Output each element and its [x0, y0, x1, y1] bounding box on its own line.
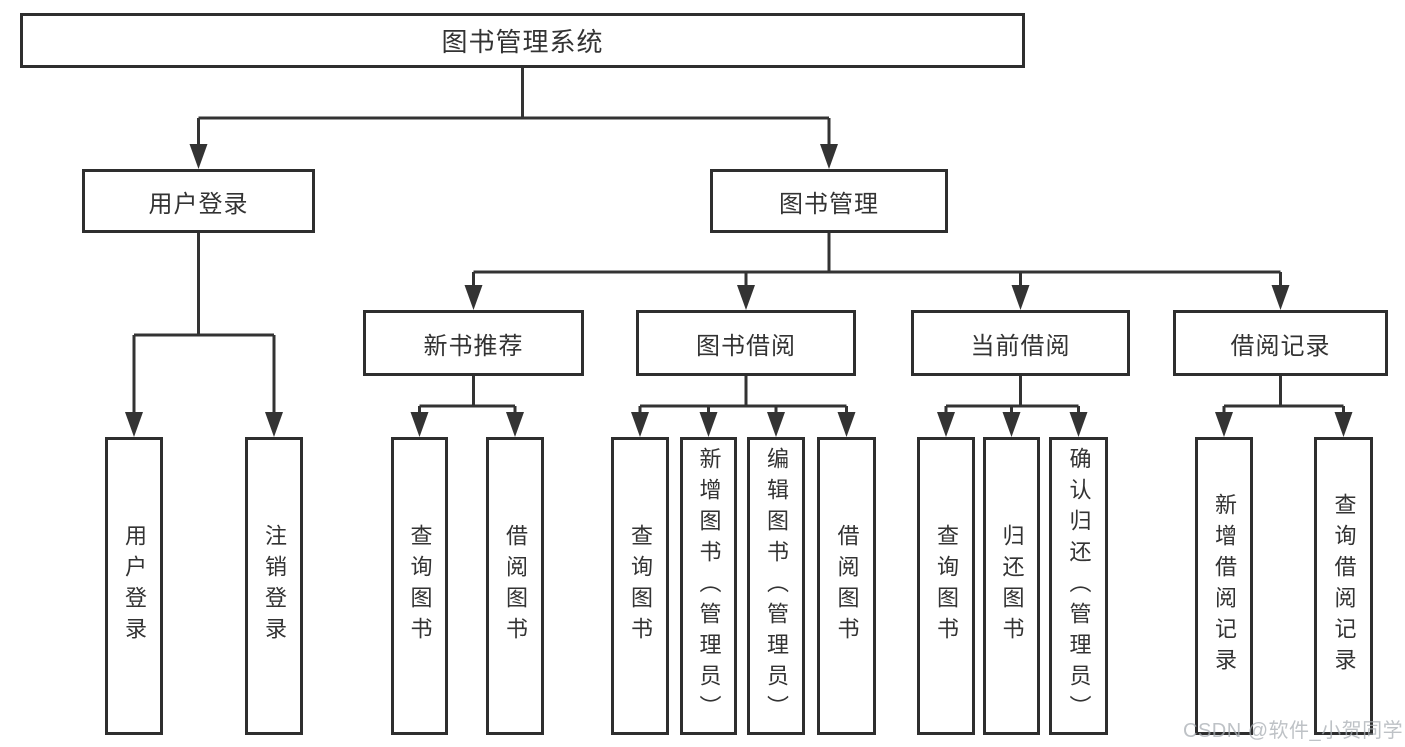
leaf-label: 新增借阅记录 [1212, 493, 1237, 679]
leaf-label: 用户登录 [122, 524, 147, 648]
leaf-label: 查询图书 [407, 524, 433, 648]
arrowhead-icon [1011, 285, 1030, 310]
arrowhead-icon [737, 285, 755, 310]
arrowhead-icon [410, 412, 429, 437]
leaf-add-books-admin: 新增图书（管理员） [680, 437, 737, 735]
leaf-label: 查询图书 [628, 524, 653, 648]
leaf-label: 查询图书 [934, 524, 959, 648]
leaf-label: 查询借阅记录 [1331, 493, 1357, 679]
arrowhead-icon [1334, 412, 1353, 437]
connector-current-borrowing-children [944, 376, 1080, 414]
leaf-label: 注销登录 [262, 524, 287, 648]
arrowhead-icon [631, 412, 649, 437]
arrowhead-icon [265, 412, 283, 437]
leaf-query-borrow-record: 查询借阅记录 [1314, 437, 1373, 735]
leaf-label: 借阅图书 [834, 524, 860, 648]
arrowhead-icon [1002, 412, 1021, 437]
leaf-label: 归还图书 [999, 524, 1025, 648]
connector-borrowing-records-children [1222, 376, 1345, 414]
connector-user-login-children [132, 233, 276, 414]
leaf-user-login: 用户登录 [105, 437, 163, 735]
node-library-management-system: 图书管理系统 [20, 13, 1025, 68]
arrowhead-icon [699, 412, 718, 437]
leaf-borrow-books-borrowing: 借阅图书 [817, 437, 876, 735]
leaf-label: 借阅图书 [503, 524, 528, 648]
arrowhead-icon [837, 412, 856, 437]
leaf-label: 新增图书（管理员） [696, 446, 722, 726]
leaf-return-books: 归还图书 [983, 437, 1040, 735]
leaf-label: 确认归还（管理员） [1066, 446, 1092, 726]
node-borrowing-records: 借阅记录 [1173, 310, 1388, 376]
node-new-book-recommendation: 新书推荐 [363, 310, 584, 376]
arrowhead-icon [1271, 285, 1290, 310]
arrowhead-icon [767, 412, 785, 437]
arrowhead-icon [1069, 412, 1088, 437]
leaf-edit-books-admin: 编辑图书（管理员） [747, 437, 805, 735]
node-book-borrowing: 图书借阅 [636, 310, 856, 376]
leaf-logout: 注销登录 [245, 437, 303, 735]
arrowhead-icon [506, 412, 524, 437]
arrowhead-icon [820, 144, 838, 169]
leaf-label: 编辑图书（管理员） [764, 446, 789, 726]
leaf-query-books-current: 查询图书 [917, 437, 975, 735]
arrowhead-icon [464, 285, 483, 310]
leaf-borrow-books-recommend: 借阅图书 [486, 437, 544, 735]
arrowhead-icon [1215, 412, 1233, 437]
node-current-borrowing: 当前借阅 [911, 310, 1130, 376]
leaf-query-books-recommend: 查询图书 [391, 437, 448, 735]
connector-book-management-children [472, 233, 1282, 288]
leaf-confirm-return-admin: 确认归还（管理员） [1049, 437, 1108, 735]
leaf-add-borrow-record: 新增借阅记录 [1195, 437, 1253, 735]
connector-new-book-children [418, 376, 517, 414]
arrowheads [125, 144, 1353, 437]
node-book-management: 图书管理 [710, 169, 948, 233]
connector-root-to-level2 [197, 68, 831, 146]
watermark: CSDN @软件_小贺同学 [1183, 720, 1404, 742]
arrowhead-icon [189, 144, 208, 169]
connector-book-borrowing-children [638, 376, 848, 414]
node-user-login: 用户登录 [82, 169, 315, 233]
arrowhead-icon [937, 412, 955, 437]
connector-lines [132, 68, 1345, 414]
leaf-query-books-borrowing: 查询图书 [611, 437, 669, 735]
arrowhead-icon [125, 412, 143, 437]
